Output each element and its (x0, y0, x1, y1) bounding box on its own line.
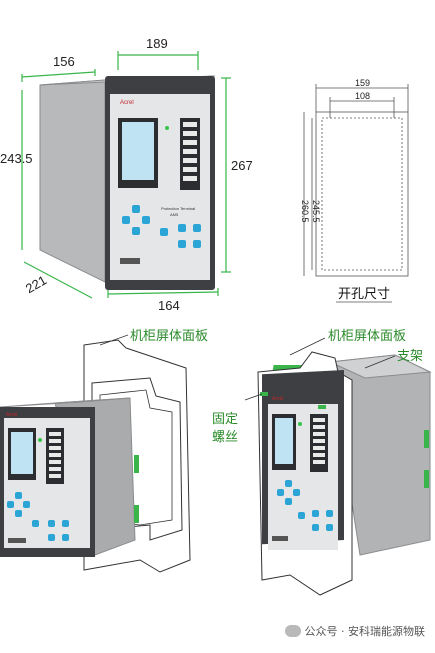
dim-left-height: 243.5 (0, 151, 33, 166)
device-dimension-view: Acrel Protection Terminal AM5 (0, 36, 253, 313)
dim-top-left: 156 (53, 54, 75, 69)
cutout-label: 开孔尺寸 (338, 287, 390, 302)
install-left-brand: Acrel (6, 412, 17, 418)
cutout-height-inner: 245.5 (311, 200, 321, 223)
dim-top-right: 189 (146, 36, 168, 51)
install-right-panel-label: 机柜屏体面板 (328, 329, 406, 344)
dim-depth: 221 (23, 272, 49, 296)
cutout-height-outer: 260.5 (300, 200, 310, 223)
install-view-right: Acrel (244, 337, 432, 596)
footer-text: 公众号 · 安科瑞能源物联 (304, 625, 426, 638)
fixing-screw-right (318, 405, 326, 409)
install-view-left: Acrel (0, 334, 191, 573)
screw-label-line1: 固定 (212, 412, 238, 427)
wechat-footer: 公众号 · 安科瑞能源物联 (284, 623, 426, 639)
dim-right-height: 267 (231, 158, 253, 173)
fixing-screw-left (260, 392, 268, 396)
device-model-line2: AM5 (170, 212, 179, 217)
cutout-diagram (303, 84, 409, 277)
screw-label-line2: 螺丝 (212, 430, 238, 445)
wechat-icon (284, 625, 301, 637)
device-model-line1: Protection Terminal (161, 206, 195, 211)
install-left-panel-label: 机柜屏体面板 (130, 329, 208, 344)
device-brand-label: Acrel (120, 100, 134, 106)
cutout-width-outer: 159 (355, 78, 370, 88)
dim-bottom-width: 164 (158, 298, 180, 313)
cutout-width-inner: 108 (355, 91, 370, 101)
bracket-label: 支架 (397, 349, 423, 364)
install-right-brand: Acrel (272, 396, 283, 402)
